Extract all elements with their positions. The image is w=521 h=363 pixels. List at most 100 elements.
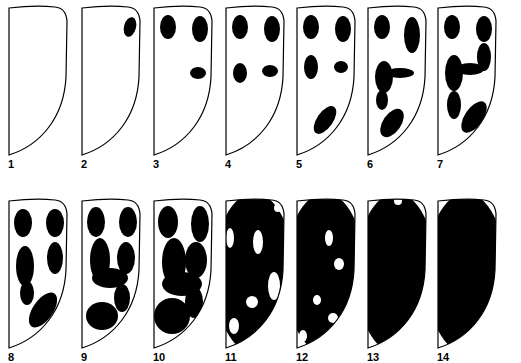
lesion-spot: [444, 15, 460, 39]
leaf-panel: [9, 199, 67, 348]
lesion-spot: [122, 16, 139, 38]
lesion-spot: [119, 207, 137, 237]
lesion-group: [285, 193, 365, 353]
lesion-spot: [476, 16, 492, 42]
lesion-spot: [246, 296, 258, 308]
lesion-spot: [14, 209, 32, 237]
lesion-spot: [334, 258, 344, 270]
leaf-panel: [214, 193, 294, 353]
figure-number: 1: [7, 158, 15, 170]
lesion-spot: [303, 15, 319, 39]
figure-number: 7: [436, 158, 444, 170]
lesion-spot: [394, 197, 402, 205]
lesion-spot: [190, 67, 206, 79]
figure-number: 6: [366, 158, 374, 170]
figure-number: 13: [366, 351, 380, 363]
leaf-panel: [226, 6, 284, 155]
lesion-spot: [20, 281, 34, 305]
lesion-spot: [114, 284, 130, 312]
leaf-outline: [297, 199, 355, 348]
leaf-outline: [154, 6, 212, 155]
lesion-spot: [304, 55, 318, 79]
figure-number: 4: [224, 158, 232, 170]
lesion-group: [160, 15, 208, 79]
lesion-group: [444, 15, 492, 137]
leaf-panel: [82, 199, 140, 348]
lesion-spot: [285, 193, 365, 353]
lesion-group: [214, 193, 294, 353]
leaf-panel: [82, 6, 140, 155]
lesion-spot: [214, 193, 294, 353]
leaf-outline: [368, 6, 426, 155]
leaf-panel: [154, 6, 212, 155]
lesion-spot: [185, 286, 203, 318]
lesion-spot: [185, 242, 207, 278]
lesion-spot: [191, 206, 209, 242]
lesion-spot: [299, 330, 307, 342]
leaf-outline: [297, 6, 355, 155]
lesion-spot: [456, 97, 491, 137]
lesion-group: [374, 15, 420, 141]
lesion-spot: [447, 91, 461, 119]
figure-number: 10: [152, 351, 166, 363]
figure-number: 9: [80, 351, 88, 363]
figure-number: 11: [224, 351, 238, 363]
lesion-group: [356, 193, 436, 353]
leaf-outline: [82, 199, 140, 348]
lesion-spot: [426, 193, 506, 353]
leaf-outline: [9, 6, 67, 155]
figure-number: 3: [152, 158, 160, 170]
lesion-spot: [232, 15, 248, 39]
leaf-outline: [438, 6, 496, 155]
lesion-spot: [233, 63, 247, 83]
lesion-spot: [376, 90, 388, 110]
lesion-spot: [46, 209, 64, 237]
lesion-spot: [356, 193, 436, 353]
leaf-panel: [438, 6, 496, 155]
lesion-spot: [229, 318, 239, 334]
lesion-spot: [16, 246, 34, 286]
leaf-outline: [226, 6, 284, 155]
leaf-outline: [368, 199, 426, 348]
figure-number: 2: [80, 158, 88, 170]
figure-number: 5: [295, 158, 303, 170]
lesion-spot: [154, 298, 190, 334]
leaf-outline: [154, 199, 212, 348]
lesion-group: [303, 15, 351, 138]
lesion-group: [154, 206, 209, 334]
lesion-group: [232, 15, 280, 83]
lesion-spot: [117, 242, 135, 274]
lesion-spot: [375, 105, 408, 142]
lesion-spot: [262, 65, 278, 77]
lesion-group: [14, 209, 64, 332]
leaf-outline: [9, 199, 67, 348]
leaf-panel: [426, 193, 506, 353]
lesion-spot: [404, 17, 420, 53]
lesion-group: [122, 16, 139, 38]
leaf-panel: [368, 6, 426, 155]
leaf-panel: [356, 193, 436, 353]
lesion-spot: [309, 102, 340, 137]
leaf-outline: [438, 199, 496, 348]
leaf-panel: [297, 6, 355, 155]
figure-number: 14: [436, 351, 450, 363]
lesion-spot: [23, 288, 62, 332]
lesion-spot: [264, 16, 280, 42]
lesion-spot: [87, 207, 105, 237]
figure-number: 8: [7, 351, 15, 363]
lesion-spot: [192, 16, 208, 42]
lesion-group: [86, 207, 137, 330]
lesion-group: [426, 193, 506, 353]
leaf-panel: [154, 199, 212, 348]
lesion-spot: [160, 15, 176, 39]
lesion-spot: [335, 16, 351, 42]
lesion-spot: [325, 230, 333, 246]
leaf-outline: [226, 199, 284, 348]
lesion-spot: [456, 63, 484, 75]
lesion-spot: [334, 61, 348, 73]
lesion-spot: [375, 61, 393, 93]
leaf-panel: [9, 6, 67, 155]
lesion-spot: [313, 295, 321, 305]
